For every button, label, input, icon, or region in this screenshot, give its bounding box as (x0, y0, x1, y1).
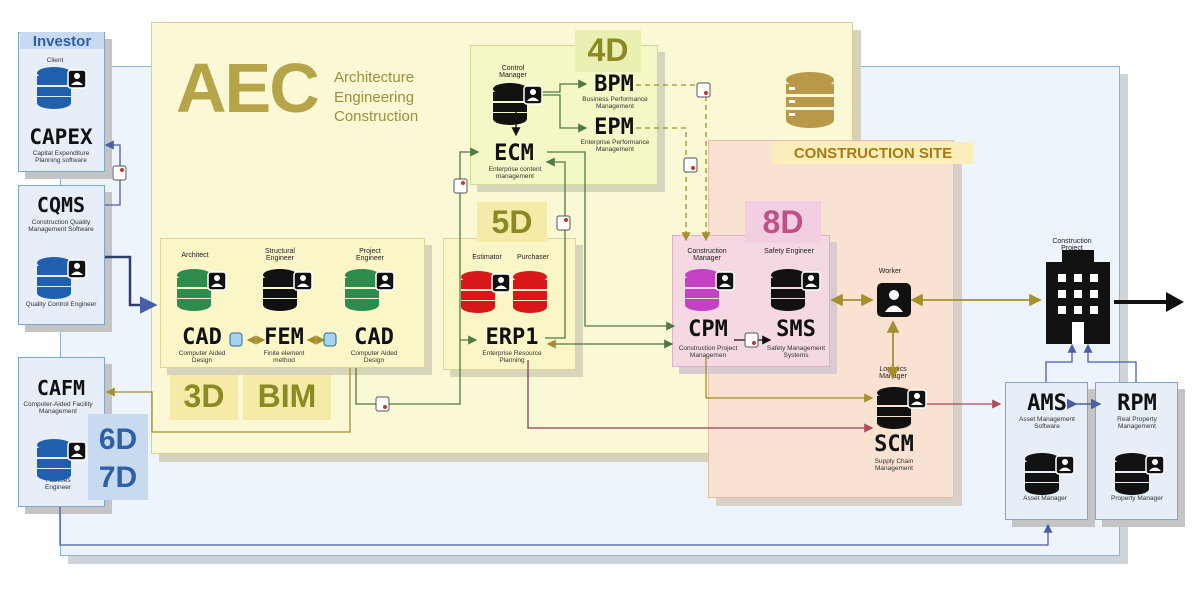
epm-sub: Enterprise Performance Management (580, 139, 650, 153)
property-db-icon (1114, 452, 1166, 501)
sms-label: SMS (776, 317, 816, 342)
capex-sub: Capital Expenditure Planning software (32, 150, 90, 164)
ams-sub: Asset Management Software (1018, 416, 1075, 430)
cqms-label: CQMS (36, 193, 86, 217)
erp1-label: ERP1 (485, 325, 539, 350)
scm-sub: Supply Chain Management (874, 458, 914, 472)
asset-db-icon (1024, 452, 1076, 501)
bim-bg (243, 375, 331, 420)
client-label: Client (46, 57, 64, 64)
project-engineer-label: Project Engineer (355, 248, 385, 263)
construction-site-label-bg (772, 142, 974, 164)
cafm-db-icon (36, 438, 88, 487)
asset-manager-label: Asset Manager (1023, 495, 1067, 502)
epm-label: EPM (594, 115, 634, 140)
aec-line3: Construction (334, 108, 419, 125)
erp1-sub: Enterprise Resource Planning (482, 350, 542, 364)
construction-site-label: CONSTRUCTION SITE (793, 145, 953, 162)
cad2-label: CAD (354, 325, 394, 350)
rpm-label: RPM (1117, 391, 1157, 416)
aec-line1: Architecture (334, 69, 415, 86)
fem-sub: Finite element method (263, 350, 305, 364)
bim-label: BIM (257, 378, 317, 414)
dim-5d: 5D (491, 204, 533, 240)
worker (877, 283, 911, 317)
building (1046, 250, 1110, 344)
dim-3d-bg (170, 375, 238, 420)
purchaser-label: Purchaser (517, 254, 549, 261)
rpm-box (1095, 382, 1178, 520)
sms-sub: Safety Management Systems (766, 345, 826, 359)
bpm-sub: Business Performance Management (582, 96, 648, 110)
ams-label: AMS (1027, 391, 1067, 416)
dim-67-bg (88, 414, 148, 500)
dim-3d: 3D (183, 378, 225, 414)
scm-db-icon (876, 386, 928, 435)
safety-db-icon (770, 268, 822, 317)
property-manager-label: Property Manager (1110, 495, 1164, 502)
dim-7d: 7D (98, 461, 138, 494)
dim-8d: 8D (762, 204, 804, 240)
aec-line2: Engineering (334, 88, 415, 106)
rpm-sub: Real Property Management (1117, 416, 1157, 430)
ecm-label: ECM (494, 141, 534, 166)
bpm-label: BPM (594, 72, 634, 97)
estimator-db-icon (460, 270, 512, 319)
cqms-box (18, 185, 105, 325)
dim-8d-bg (745, 201, 821, 243)
cqms-role: Quality Control Engineer (25, 301, 97, 308)
dim-4d: 4D (587, 32, 629, 68)
investor-label-bg (20, 32, 104, 49)
project-label: Construction Project (1052, 238, 1092, 253)
client-db-icon (36, 66, 88, 115)
cafm-label: CAFM (36, 376, 86, 400)
architect-db-icon (176, 268, 228, 317)
cad1-sub: Computer Aided Design (178, 350, 226, 364)
ecm-sub: Enterprise content management (488, 166, 542, 180)
aec-subtitle: Architecture Engineering Construction (334, 68, 418, 127)
cqms-sub: Construction Quality Management Software (28, 219, 94, 233)
worker-label: Worker (878, 268, 902, 275)
cqms-db-icon (36, 256, 88, 305)
scm-label: SCM (874, 432, 914, 457)
project-db-icon (344, 268, 396, 317)
cpm-label: CPM (688, 317, 728, 342)
investor-label: Investor (32, 33, 92, 50)
estimator-label: Estimator (472, 254, 502, 261)
purchaser-db-icon (512, 270, 564, 319)
fem-label: FEM (264, 325, 304, 350)
dim-5d-bg (477, 202, 547, 242)
safety-label: Safety Engineer (764, 248, 814, 255)
cad2-sub: Computer Aided Design (350, 350, 398, 364)
control-db-icon (492, 82, 544, 131)
aec-title: AEC (176, 49, 320, 127)
cm-label: Construction Manager (687, 248, 727, 263)
structural-db-icon (262, 268, 314, 317)
architect-label: Architect (181, 252, 209, 259)
cm-db-icon (684, 268, 736, 317)
dim-4d-bg (575, 30, 641, 72)
capex-label: CAPEX (29, 125, 93, 149)
decor-db (786, 72, 834, 128)
cad1-label: CAD (182, 325, 222, 350)
dim-6d: 6D (98, 423, 138, 456)
cafm-sub: Computer-Aided Facility Management (23, 401, 93, 415)
control-manager-label: Control Manager (499, 65, 527, 80)
cpm-sub: Construction Project Managemen (678, 345, 738, 359)
structural-label: Structural Engineer (265, 248, 295, 263)
